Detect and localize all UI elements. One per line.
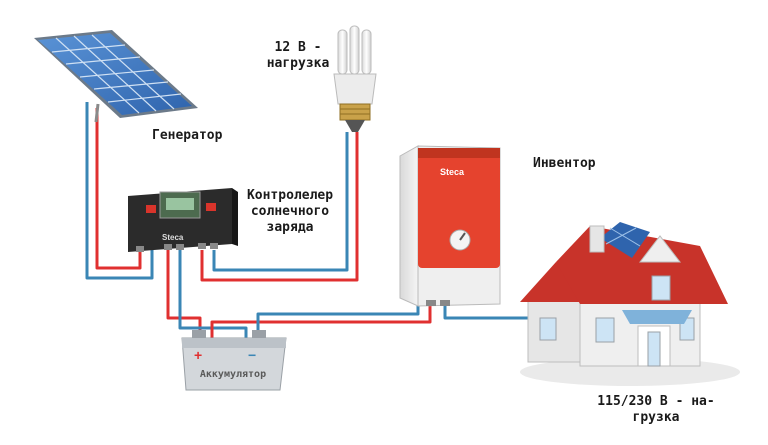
wire-load-positive [200, 132, 359, 282]
solar-panel-icon [34, 30, 198, 123]
battery-minus-sign: − [248, 347, 256, 363]
load-12v-line1: 12 В - [274, 40, 322, 55]
controller-line1: Контролелер [246, 188, 334, 203]
wire-battery-negative-2 [256, 302, 420, 338]
generator-label: Генератор [152, 128, 223, 143]
wires [85, 102, 535, 338]
wire-panel-positive [95, 108, 142, 270]
wire-load-negative [212, 132, 349, 272]
inverter-icon: Steca [399, 145, 501, 307]
wire-inverter-house [443, 302, 535, 320]
load-12v-line2: нагрузка [266, 56, 330, 71]
battery-label: Аккумулятор [200, 369, 266, 380]
wire-battery-positive-1 [166, 250, 202, 338]
controller-brand: Steca [162, 233, 184, 242]
inverter-brand: Steca [440, 167, 465, 177]
controller-line3: заряда [266, 220, 314, 235]
controller-label: Контролелер солнечного заряда [232, 188, 348, 236]
battery-plus-sign: + [194, 347, 202, 363]
controller-line2: солнечного [250, 204, 330, 219]
load-12v-label: 12 В - нагрузка [256, 40, 340, 72]
house-icon [520, 222, 740, 386]
wire-panel-negative [85, 102, 154, 280]
wire-battery-positive-2 [210, 302, 432, 338]
battery-icon: + − Аккумулятор [181, 330, 287, 391]
light-bulb-icon [333, 25, 377, 132]
charge-controller-icon: Steca [128, 188, 238, 252]
load-230-line2: грузка [632, 410, 680, 425]
inverter-label: Инвентор [533, 156, 596, 171]
load-230-line1: 115/230 В - на- [597, 394, 715, 409]
load-230-label: 115/230 В - на- грузка [586, 394, 726, 426]
